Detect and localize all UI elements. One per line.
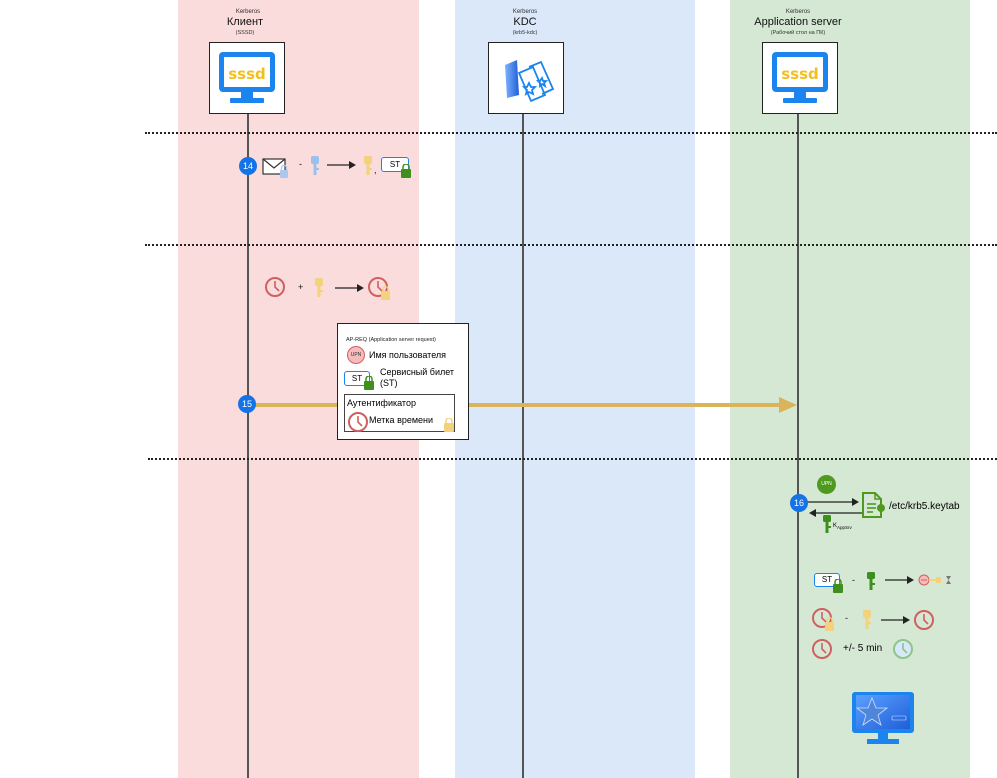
kdc-kicker: Kerberos — [512, 9, 538, 15]
upn-badge: UPN — [347, 346, 365, 364]
session-key-icon — [315, 278, 323, 297]
app-subtitle: (Рабочий стол на ПК) — [770, 30, 826, 36]
yellow-lock-icon — [444, 418, 454, 432]
green-lock-icon — [401, 164, 411, 178]
comma: , — [374, 165, 377, 175]
lane-kdc — [455, 0, 695, 778]
arrow-right-icon — [885, 576, 914, 584]
keytab-file-icon — [862, 492, 885, 518]
kdc-actor-box[interactable] — [488, 42, 564, 114]
app-server-key-icon — [867, 572, 875, 590]
app-title: Application server — [754, 16, 842, 28]
username-label: Имя пользователя — [369, 350, 447, 360]
service-ticket-icon: ST — [381, 157, 411, 179]
step-14-badge[interactable]: 14 — [239, 157, 257, 175]
ap-req-title: AP-REQ (Application server request) — [346, 337, 436, 343]
upn-badge-green: UPN — [817, 475, 836, 494]
kdc-title: KDC — [513, 16, 537, 28]
client-lifeline — [247, 114, 249, 778]
service-ticket-icon: ST — [814, 573, 844, 595]
arrow-right-icon — [327, 161, 356, 169]
app-lifeline — [797, 114, 799, 778]
desktop-icon[interactable] — [850, 690, 916, 748]
step-15-badge[interactable]: 15 — [238, 395, 256, 413]
step-16-badge[interactable]: 16 — [790, 494, 808, 512]
green-lock-icon — [833, 579, 843, 593]
key-symbol: K — [833, 523, 838, 529]
encrypted-clock-icon — [812, 608, 834, 631]
st-label: ST — [381, 157, 409, 172]
red-clock-icon — [914, 610, 934, 630]
app-actor-box[interactable]: sssd — [762, 42, 838, 114]
server-tickets-icon — [505, 60, 555, 103]
kdc-subtitle: (krb5-kdc) — [512, 30, 538, 36]
sssd-monitor-icon: sssd — [219, 52, 275, 103]
clock-skew-tolerance: +/- 5 min — [843, 643, 883, 654]
plus-sign: + — [298, 282, 304, 292]
arrow-right-icon — [335, 284, 364, 292]
app-server-key-label: KAppSrv — [833, 523, 852, 530]
st-badge: ST — [344, 371, 370, 386]
encrypted-clock-icon — [368, 277, 390, 300]
timestamp-label: Метка времени — [369, 415, 434, 425]
phase-divider — [145, 132, 997, 134]
sssd-label: sssd — [228, 65, 266, 83]
client-subtitle: (SSSD) — [235, 30, 255, 36]
phase-divider — [148, 458, 997, 460]
keytab-path: /etc/krb5.keytab — [889, 501, 960, 512]
app-server-key-icon — [823, 515, 831, 533]
arrow-right-icon — [881, 616, 910, 624]
minus-sign: - — [852, 575, 855, 585]
minus-sign: - — [845, 613, 848, 623]
green-clock-icon — [893, 639, 913, 659]
red-clock-icon — [348, 412, 368, 432]
key-subscript: AppSrv — [837, 525, 852, 531]
blue-key-icon — [311, 156, 319, 175]
minus-sign: - — [299, 159, 302, 169]
phase-divider — [145, 244, 997, 246]
lane-app — [730, 0, 970, 778]
sssd-monitor-icon: sssd — [772, 52, 828, 103]
authenticator-label: Аутентификатор — [347, 398, 416, 408]
session-key-icon — [863, 610, 871, 629]
ticket-contents-icon — [918, 574, 951, 586]
authenticator-box[interactable]: Аутентификатор Метка времени — [344, 394, 455, 432]
red-clock-icon — [265, 277, 285, 297]
app-kicker: Kerberos — [785, 9, 811, 15]
session-key-icon — [364, 156, 372, 175]
red-clock-icon — [812, 639, 832, 659]
sssd-label: sssd — [781, 65, 819, 83]
client-title: Клиент — [226, 16, 264, 28]
green-lock-icon — [364, 376, 374, 390]
kdc-lifeline — [522, 114, 524, 778]
client-kicker: Kerberos — [235, 9, 261, 15]
service-ticket-label: Сервисный билет — [380, 367, 455, 377]
ap-req-arrow[interactable] — [247, 395, 799, 415]
client-actor-box[interactable]: sssd — [209, 42, 285, 114]
keytab-request-arrows — [806, 498, 862, 517]
encrypted-message-icon — [262, 158, 288, 178]
service-ticket-abbrev: (ST) — [380, 378, 398, 388]
